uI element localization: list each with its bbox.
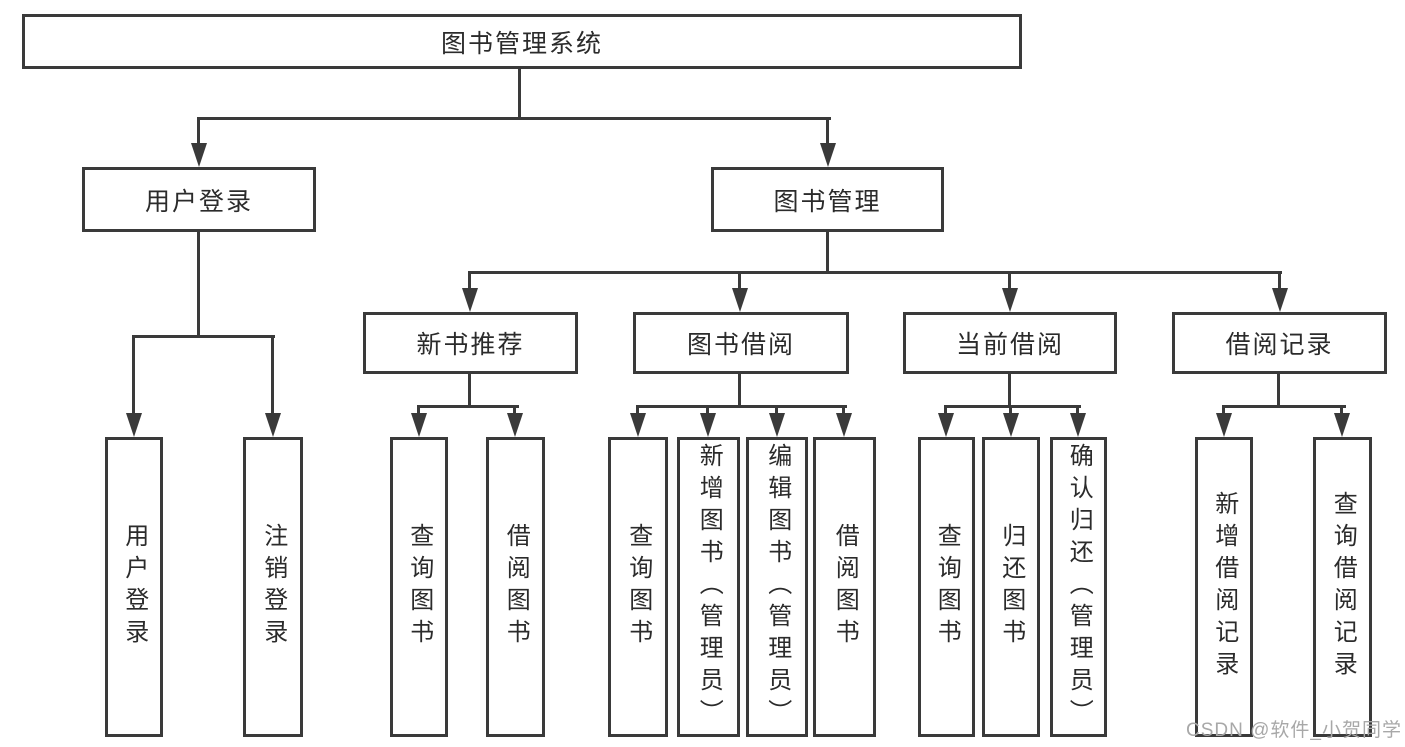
- node-label: 图书管理系统: [440, 29, 603, 58]
- node-label: 图书管理: [773, 187, 882, 216]
- leaf-logout: 注销登录: [243, 437, 303, 737]
- node-label: 确认归还（管理员）: [1065, 443, 1093, 731]
- node-label: 用户登录: [144, 187, 253, 216]
- leaf-borrow-books: 借阅图书: [813, 437, 876, 737]
- connector-stem: [1009, 405, 1012, 417]
- connector-stem: [132, 335, 135, 415]
- leaf-add-books-admin: 新增图书（管理员）: [677, 437, 740, 737]
- arrow-down-icon: [126, 413, 142, 437]
- connector-stem: [738, 271, 741, 291]
- connector-section-stub: [1277, 374, 1280, 407]
- arrow-down-icon: [265, 413, 281, 437]
- node-user-login: 用户登录: [82, 167, 316, 232]
- connector-section-stub: [468, 374, 471, 407]
- node-new-book-recommendation: 新书推荐: [363, 312, 578, 374]
- arrow-down-icon: [630, 413, 646, 437]
- arrow-down-icon: [938, 413, 954, 437]
- connector-sections-split: [468, 271, 1282, 274]
- arrow-down-icon: [700, 413, 716, 437]
- connector-stem: [468, 271, 471, 291]
- connector-user-login-split: [133, 335, 275, 338]
- node-label: 新增借阅记录: [1210, 491, 1238, 683]
- connector-stem: [826, 117, 829, 145]
- node-current-borrowing: 当前借阅: [903, 312, 1117, 374]
- leaf-query-borrow-record: 查询借阅记录: [1313, 437, 1372, 737]
- node-label: 编辑图书（管理员）: [763, 443, 791, 731]
- connector-section-split: [945, 405, 1081, 408]
- arrow-down-icon: [1216, 413, 1232, 437]
- connector-stem: [706, 405, 709, 417]
- node-label: 注销登录: [259, 523, 287, 651]
- leaf-query-books-recommend: 查询图书: [390, 437, 448, 737]
- csdn-watermark: CSDN @软件_小贺同学: [1186, 720, 1402, 741]
- leaf-query-books-current: 查询图书: [918, 437, 975, 737]
- node-label: 归还图书: [997, 523, 1025, 651]
- connector-level1-split: [198, 117, 831, 120]
- connector-stem: [1008, 271, 1011, 291]
- arrow-down-icon: [732, 288, 748, 312]
- arrow-down-icon: [836, 413, 852, 437]
- arrow-down-icon: [1272, 288, 1288, 312]
- connector-stem: [1340, 405, 1343, 417]
- node-label: 借阅图书: [502, 523, 530, 651]
- node-label: 查询借阅记录: [1329, 491, 1357, 683]
- connector-stem: [775, 405, 778, 417]
- connector-stem: [842, 405, 845, 417]
- connector-section-split: [418, 405, 519, 408]
- connector-root-trunk: [518, 69, 521, 120]
- arrow-down-icon: [411, 413, 427, 437]
- leaf-user-login: 用户登录: [105, 437, 163, 737]
- node-label: 新书推荐: [416, 331, 525, 359]
- arrow-down-icon: [1070, 413, 1086, 437]
- leaf-edit-books-admin: 编辑图书（管理员）: [746, 437, 808, 737]
- node-book-management: 图书管理: [711, 167, 944, 232]
- connector-stem: [197, 117, 200, 145]
- node-label: 查询图书: [405, 523, 433, 651]
- node-label: 用户登录: [120, 523, 148, 651]
- arrow-down-icon: [820, 143, 836, 167]
- node-label: 借阅记录: [1225, 331, 1334, 359]
- leaf-add-borrow-record: 新增借阅记录: [1195, 437, 1253, 737]
- leaf-borrow-books-recommend: 借阅图书: [486, 437, 545, 737]
- node-label: 当前借阅: [955, 331, 1064, 359]
- connector-section-stub: [1008, 374, 1011, 407]
- node-label: 图书借阅: [686, 331, 795, 359]
- arrow-down-icon: [462, 288, 478, 312]
- arrow-down-icon: [507, 413, 523, 437]
- node-book-borrowing: 图书借阅: [633, 312, 849, 374]
- connector-stem: [1278, 271, 1281, 291]
- connector-section-stub: [738, 374, 741, 407]
- node-label: 查询图书: [933, 523, 961, 651]
- connector-stem: [636, 405, 639, 417]
- connector-user-login-trunk: [197, 232, 200, 338]
- node-library-management-system: 图书管理系统: [22, 14, 1022, 69]
- node-label: 查询图书: [624, 523, 652, 651]
- arrow-down-icon: [191, 143, 207, 167]
- connector-book-management-trunk: [826, 232, 829, 274]
- node-borrowing-records: 借阅记录: [1172, 312, 1387, 374]
- connector-stem: [1222, 405, 1225, 417]
- connector-stem: [513, 405, 516, 417]
- arrow-down-icon: [769, 413, 785, 437]
- node-label: 新增图书（管理员）: [695, 443, 723, 731]
- leaf-return-books: 归还图书: [982, 437, 1040, 737]
- arrow-down-icon: [1334, 413, 1350, 437]
- leaf-query-books-borrow: 查询图书: [608, 437, 668, 737]
- connector-stem: [944, 405, 947, 417]
- connector-section-split: [636, 405, 847, 408]
- arrow-down-icon: [1002, 288, 1018, 312]
- connector-stem: [1076, 405, 1079, 417]
- node-label: 借阅图书: [831, 523, 859, 651]
- arrow-down-icon: [1003, 413, 1019, 437]
- connector-stem: [417, 405, 420, 417]
- leaf-confirm-return-admin: 确认归还（管理员）: [1050, 437, 1107, 737]
- connector-stem: [271, 335, 274, 415]
- connector-section-split: [1222, 405, 1346, 408]
